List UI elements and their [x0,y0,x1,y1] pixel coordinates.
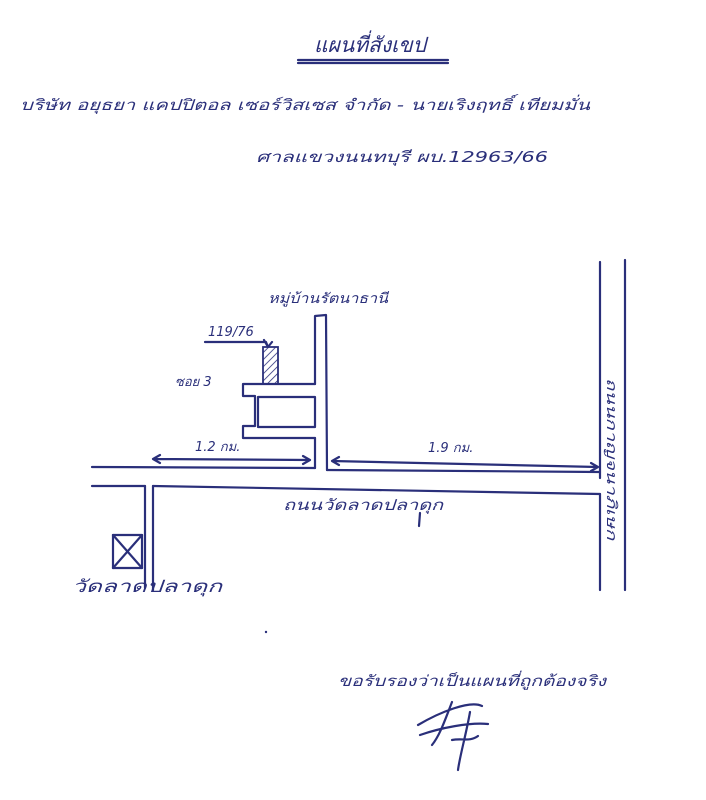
main-road-top-right-edge [325,468,602,474]
distance-right-label: 1.9 กม. [428,441,473,456]
soi-label: ซอย 3 [175,375,212,390]
house-pointer-arrow [203,338,274,349]
main-road-label: ถนนวัดลาดปลาดุก [283,496,444,514]
main-road-top-left-edge [90,465,317,470]
house-number: 119/76 [208,325,254,340]
ink-dot [264,630,268,634]
document-title: แผนที่สังเขป [314,30,429,57]
distance-left-arrow [151,453,312,466]
parties-line: บริษัท อยุธยา แคปปิตอล เซอร์วิสเซส จำกัด… [20,94,591,114]
temple-icon [111,533,144,570]
signature [416,700,490,772]
ink-stroke [417,511,422,528]
soi-3-road [241,382,317,440]
temple-label: วัดลาดปลาดุก [72,577,223,597]
vertical-road-label: ถนนกาญจนาภิเษก [603,378,619,542]
court-case-line: ศาลแขวงนนทบุรี ผบ.12963/66 [256,148,548,166]
distance-right-arrow [330,455,600,473]
main-road-bottom-edge [151,484,602,496]
certification-text: ขอรับรองว่าเป็นแผนที่ถูกต้องจริง [338,670,608,690]
village-road [313,313,329,472]
house-marker [262,346,279,385]
soi-3-block [256,395,317,429]
distance-left-label: 1.2 กม. [195,440,240,455]
village-label: หมู่บ้านรัตนาธานี [268,291,390,307]
